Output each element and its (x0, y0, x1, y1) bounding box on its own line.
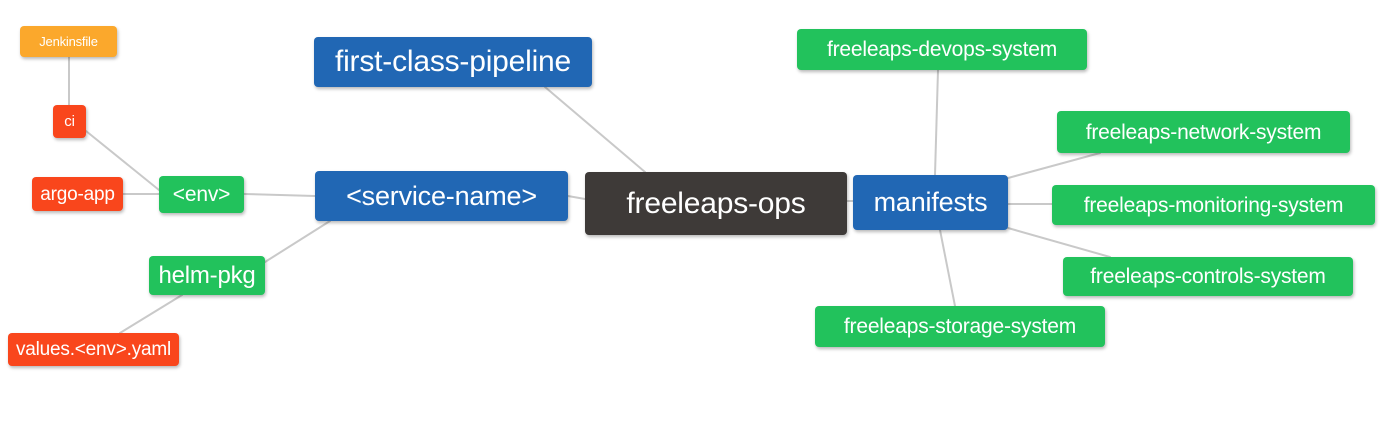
node-ci[interactable]: ci (53, 105, 86, 138)
node-label: freeleaps-monitoring-system (1083, 193, 1344, 217)
node-env[interactable]: <env> (159, 176, 244, 213)
edge-values-yaml-to-helm-pkg (119, 294, 183, 334)
node-label: freeleaps-ops (626, 186, 806, 220)
node-label: Jenkinsfile (39, 34, 98, 49)
node-network-system[interactable]: freeleaps-network-system (1057, 111, 1350, 153)
edge-helm-pkg-to-service-name (264, 220, 331, 263)
node-label: freeleaps-devops-system (827, 38, 1057, 61)
node-devops-system[interactable]: freeleaps-devops-system (797, 29, 1087, 70)
node-values-yaml[interactable]: values.<env>.yaml (8, 333, 179, 366)
node-manifests[interactable]: manifests (853, 175, 1008, 230)
node-helm-pkg[interactable]: helm-pkg (149, 256, 265, 295)
node-first-class[interactable]: first-class-pipeline (314, 37, 592, 87)
edge-first-class-to-freeleaps-ops (544, 86, 646, 173)
edge-env-to-service-name (243, 193, 316, 197)
node-monitoring-system[interactable]: freeleaps-monitoring-system (1052, 185, 1375, 225)
node-freeleaps-ops[interactable]: freeleaps-ops (585, 172, 847, 235)
node-argo-app[interactable]: argo-app (32, 177, 123, 211)
node-label: freeleaps-network-system (1085, 120, 1322, 144)
edge-manifests-to-storage-system (939, 229, 956, 307)
edge-manifests-to-devops-system (934, 69, 939, 176)
edge-service-name-to-freeleaps-ops (567, 195, 586, 200)
node-service-name[interactable]: <service-name> (315, 171, 568, 221)
node-label: <env> (172, 183, 231, 206)
node-label: first-class-pipeline (334, 45, 572, 78)
node-storage-system[interactable]: freeleaps-storage-system (815, 306, 1105, 347)
node-label: manifests (873, 187, 988, 217)
node-label: freeleaps-controls-system (1090, 265, 1326, 288)
node-label: values.<env>.yaml (15, 339, 172, 360)
node-label: ci (64, 113, 75, 130)
node-label: freeleaps-storage-system (843, 315, 1077, 338)
edge-manifests-to-network-system (1007, 152, 1101, 179)
node-label: helm-pkg (158, 261, 256, 289)
edge-manifests-to-controls-system (1007, 227, 1111, 258)
node-label: argo-app (40, 183, 115, 205)
node-jenkinsfile[interactable]: Jenkinsfile (20, 26, 117, 57)
node-label: <service-name> (346, 180, 537, 211)
node-controls-system[interactable]: freeleaps-controls-system (1063, 257, 1353, 296)
